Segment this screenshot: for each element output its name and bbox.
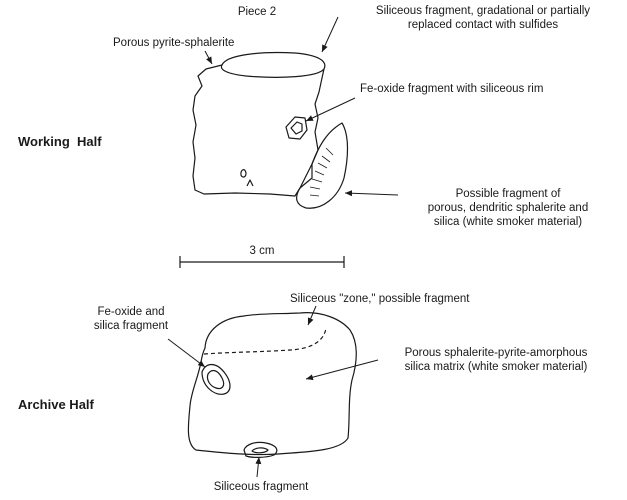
label-fe-oxide-silica-line1: Fe-oxide and xyxy=(76,305,186,319)
arrow-bottom-fragment xyxy=(257,457,259,477)
scale-bar-label: 3 cm xyxy=(222,244,302,258)
working-half-sketch xyxy=(193,53,348,209)
fe-oxide-fragment-inner xyxy=(291,122,302,134)
arrow-matrix xyxy=(306,360,378,379)
heading-working-half: Working Half xyxy=(18,135,102,149)
label-porous-matrix-line1: Porous sphalerite-pyrite-amorphous xyxy=(372,346,620,360)
archive-half-arrows xyxy=(168,306,378,477)
label-possible-fragment-line3: silica (white smoker material) xyxy=(398,215,618,229)
siliceous-fragment-top xyxy=(221,53,324,78)
arrow-possible-fragment xyxy=(345,193,398,195)
label-fe-oxide-siliceous-rim: Fe-oxide fragment with siliceous rim xyxy=(360,82,543,96)
label-fe-oxide-silica-line2: silica fragment xyxy=(76,319,186,333)
label-possible-fragment: Possible fragment of porous, dendritic s… xyxy=(398,187,618,229)
fe-oxide-silica-fragment-inner xyxy=(207,371,223,389)
label-siliceous-zone: Siliceous "zone," possible fragment xyxy=(290,292,469,306)
label-fe-oxide-silica-fragment: Fe-oxide and silica fragment xyxy=(76,305,186,333)
small-lens-mark xyxy=(241,170,246,177)
arrow-fe-oxide-rim xyxy=(306,98,355,121)
label-possible-fragment-line1: Possible fragment of xyxy=(398,187,618,201)
small-notch-mark xyxy=(247,180,253,186)
arrow-fe-silica xyxy=(168,339,205,367)
label-siliceous-fragment-line1: Siliceous fragment, gradational or parti… xyxy=(338,4,627,18)
bottom-siliceous-fragment xyxy=(244,442,277,457)
label-bottom-siliceous-fragment: Siliceous fragment xyxy=(196,480,326,494)
fe-oxide-fragment-outer xyxy=(286,117,307,139)
heading-archive-half: Archive Half xyxy=(18,398,94,412)
fe-oxide-silica-fragment-outer xyxy=(202,365,230,395)
label-siliceous-fragment: Siliceous fragment, gradational or parti… xyxy=(338,4,627,32)
working-half-outline xyxy=(193,65,324,196)
arrow-porous-pyrite xyxy=(205,51,212,64)
piece-title: Piece 2 xyxy=(222,5,292,19)
archive-half-outline xyxy=(188,313,356,455)
arrow-siliceous-fragment xyxy=(322,17,338,52)
arrow-siliceous-zone xyxy=(308,306,316,325)
archive-half-sketch xyxy=(188,313,356,458)
label-porous-matrix: Porous sphalerite-pyrite-amorphous silic… xyxy=(372,346,620,374)
bottom-fragment-inner xyxy=(252,448,268,453)
siliceous-zone-boundary xyxy=(204,328,326,354)
label-porous-matrix-line2: silica matrix (white smoker material) xyxy=(372,360,620,374)
possible-fragment-hatching xyxy=(310,148,333,196)
label-porous-pyrite-sphalerite: Porous pyrite-sphalerite xyxy=(113,36,234,50)
label-siliceous-fragment-line2: replaced contact with sulfides xyxy=(338,18,627,32)
label-possible-fragment-line2: porous, dendritic sphalerite and xyxy=(398,201,618,215)
